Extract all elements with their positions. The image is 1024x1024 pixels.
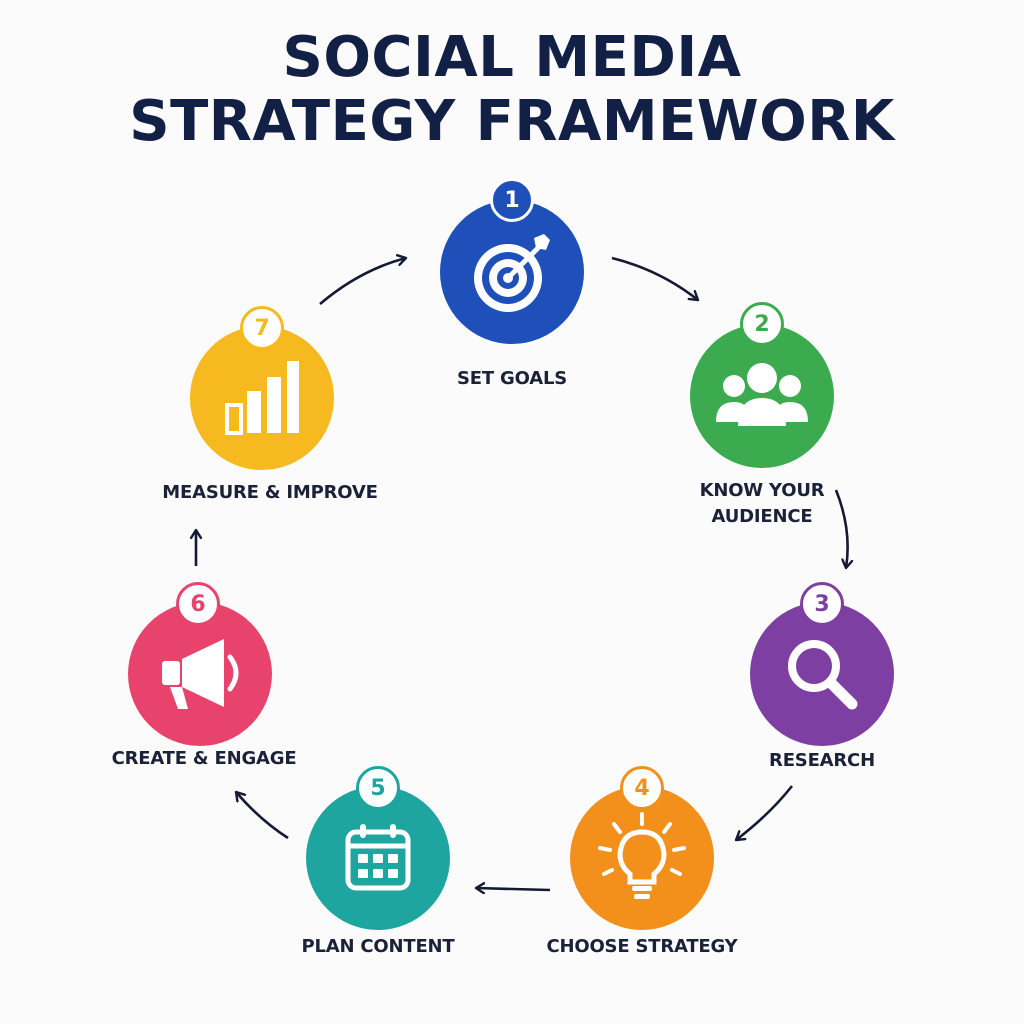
step-2-label: KNOW YOUR AUDIENCE xyxy=(700,478,825,530)
arrow-7-to-1 xyxy=(319,258,406,305)
arrow-3-to-4 xyxy=(736,785,794,840)
step-6-badge: 6 xyxy=(176,582,220,626)
target-icon xyxy=(474,234,550,312)
step-6-number: 6 xyxy=(190,591,206,617)
step-7-number: 7 xyxy=(254,315,270,341)
step-3-number: 3 xyxy=(814,591,830,617)
step-7-badge: 7 xyxy=(240,306,284,350)
calendar-icon xyxy=(345,824,411,891)
arrow-2-to-3 xyxy=(834,489,848,568)
step-7-label: MEASURE & IMPROVE xyxy=(162,482,378,503)
step-5-number: 5 xyxy=(370,775,386,801)
step-3-label: RESEARCH xyxy=(769,750,875,771)
search-icon xyxy=(788,640,858,710)
step-1-number: 1 xyxy=(504,187,520,213)
step-3-badge: 3 xyxy=(800,582,844,626)
page-title-line2: STRATEGY FRAMEWORK xyxy=(129,89,895,154)
step-6-circle xyxy=(128,602,272,746)
arrow-4-to-5 xyxy=(476,888,551,890)
step-2-number: 2 xyxy=(754,311,770,337)
step-6-label: CREATE & ENGAGE xyxy=(111,748,297,769)
step-4-badge: 4 xyxy=(620,766,664,810)
step-2-circle xyxy=(690,324,834,468)
arrow-5-to-6 xyxy=(236,792,289,840)
step-5-circle xyxy=(306,786,450,930)
audience-icon xyxy=(716,363,808,426)
page-title-line1: SOCIAL MEDIA xyxy=(282,25,742,90)
bar-chart-icon xyxy=(225,361,299,435)
step-7-circle xyxy=(190,326,334,470)
step-2-label-line1: KNOW YOUR xyxy=(699,480,825,501)
step-1-circle xyxy=(440,200,584,344)
step-5-badge: 5 xyxy=(356,766,400,810)
step-2-label-line2: AUDIENCE xyxy=(711,506,813,527)
lightbulb-icon xyxy=(598,812,686,899)
megaphone-icon xyxy=(162,639,239,709)
step-3-circle xyxy=(750,602,894,746)
step-4-circle xyxy=(570,786,714,930)
step-1-badge: 1 xyxy=(490,178,534,222)
arrow-1-to-2 xyxy=(611,256,698,300)
step-5-label: PLAN CONTENT xyxy=(301,936,455,957)
step-2-badge: 2 xyxy=(740,302,784,346)
step-4-label: CHOOSE STRATEGY xyxy=(546,936,738,957)
step-1-label: SET GOALS xyxy=(457,368,567,389)
step-4-number: 4 xyxy=(634,775,650,801)
